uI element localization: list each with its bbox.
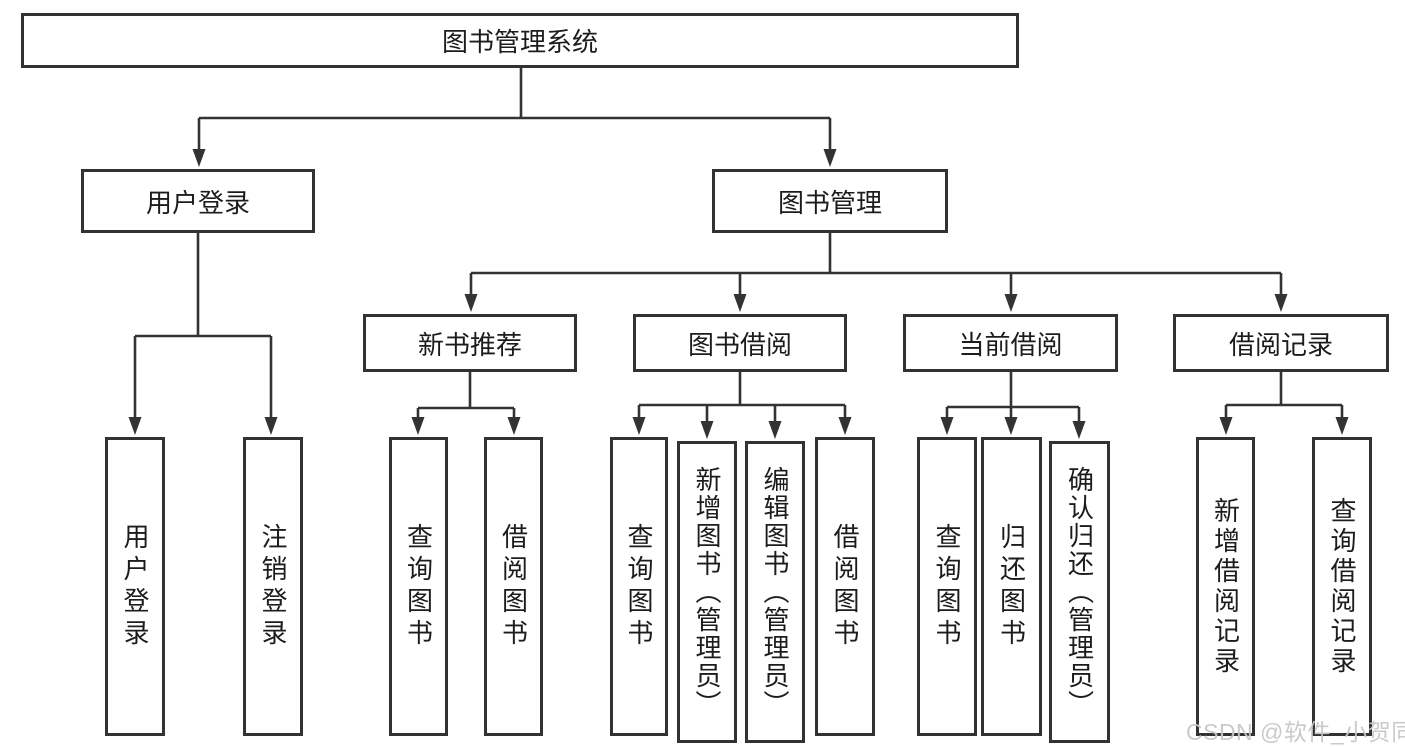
node-root: 图书管理系统 <box>21 13 1019 68</box>
arrowhead <box>1004 294 1018 312</box>
leaf-user-login-label: 用户登录 <box>120 522 150 651</box>
leaf-nb-borrow-books-label: 借阅图书 <box>498 522 529 651</box>
leaf-cb-query-books-label: 查询图书 <box>932 522 962 651</box>
leaf-bb-edit-books-admin: 编辑图书（管理员） <box>745 441 805 743</box>
leaf-br-add-record: 新增借阅记录 <box>1196 437 1255 736</box>
arrowhead <box>733 294 747 312</box>
arrowhead <box>700 421 714 439</box>
arrowhead <box>1219 417 1233 435</box>
node-book-borrow-label: 图书借阅 <box>687 329 792 360</box>
leaf-bb-add-books-admin-label: 新增图书（管理员） <box>692 466 722 718</box>
leaf-bb-borrow-books-label: 借阅图书 <box>830 522 860 651</box>
node-current-borrow-label: 当前借阅 <box>958 329 1063 360</box>
node-root-label: 图书管理系统 <box>441 27 598 57</box>
arrowhead <box>411 417 425 435</box>
node-user-login-label: 用户登录 <box>145 187 250 218</box>
node-borrow-records-label: 借阅记录 <box>1228 329 1333 360</box>
arrowhead <box>264 417 278 435</box>
leaf-cb-confirm-return-admin-label: 确认归还（管理员） <box>1064 466 1095 718</box>
leaf-br-query-record-label: 查询借阅记录 <box>1327 496 1357 677</box>
connector-newbook-to-leaves <box>418 372 514 410</box>
leaf-nb-borrow-books: 借阅图书 <box>484 437 543 736</box>
connector-root-to-l2 <box>199 68 830 120</box>
node-borrow-records: 借阅记录 <box>1173 314 1389 372</box>
leaf-cb-query-books: 查询图书 <box>917 437 977 736</box>
arrowhead <box>838 417 852 435</box>
connector-bookmgmt-to-l3 <box>471 233 1281 275</box>
arrowhead <box>768 421 782 439</box>
arrowhead <box>507 417 521 435</box>
leaf-br-query-record: 查询借阅记录 <box>1312 437 1372 736</box>
leaf-cb-return-books-label: 归还图书 <box>996 522 1027 651</box>
node-new-book-recommend: 新书推荐 <box>363 314 577 372</box>
arrowhead <box>128 417 142 435</box>
node-book-management: 图书管理 <box>712 169 948 233</box>
arrowhead <box>1335 417 1349 435</box>
arrowhead <box>1274 294 1288 312</box>
node-new-book-recommend-label: 新书推荐 <box>417 329 522 360</box>
leaf-nb-query-books-label: 查询图书 <box>403 522 434 651</box>
leaf-bb-query-books: 查询图书 <box>610 437 668 736</box>
arrowhead <box>823 149 837 167</box>
node-book-management-label: 图书管理 <box>777 187 882 218</box>
leaf-br-add-record-label: 新增借阅记录 <box>1210 496 1241 677</box>
leaf-cb-confirm-return-admin: 确认归还（管理员） <box>1049 441 1110 743</box>
node-book-borrow: 图书借阅 <box>633 314 847 372</box>
leaf-logout: 注销登录 <box>243 437 303 736</box>
connector-bookborrow-to-leaves <box>639 372 845 407</box>
connector-currentborrow-to-leaves <box>947 372 1079 409</box>
arrowhead <box>464 294 478 312</box>
arrowhead <box>940 417 954 435</box>
arrowhead <box>1004 417 1018 435</box>
node-user-login: 用户登录 <box>81 169 315 233</box>
connector-userlogin-to-leaves <box>135 233 271 338</box>
leaf-bb-edit-books-admin-label: 编辑图书（管理员） <box>760 466 790 718</box>
leaf-bb-query-books-label: 查询图书 <box>624 522 654 651</box>
leaf-user-login: 用户登录 <box>105 437 165 736</box>
leaf-bb-add-books-admin: 新增图书（管理员） <box>677 441 737 743</box>
csdn-watermark: CSDN @软件_小贺同学 <box>1186 719 1405 745</box>
connector-records-to-leaves <box>1226 372 1342 407</box>
leaf-nb-query-books: 查询图书 <box>389 437 448 736</box>
node-current-borrow: 当前借阅 <box>903 314 1118 372</box>
leaf-bb-borrow-books: 借阅图书 <box>815 437 875 736</box>
arrowhead <box>192 149 206 167</box>
arrowhead <box>1072 421 1086 439</box>
leaf-cb-return-books: 归还图书 <box>981 437 1042 736</box>
leaf-logout-label: 注销登录 <box>258 522 288 651</box>
arrowhead <box>632 417 646 435</box>
